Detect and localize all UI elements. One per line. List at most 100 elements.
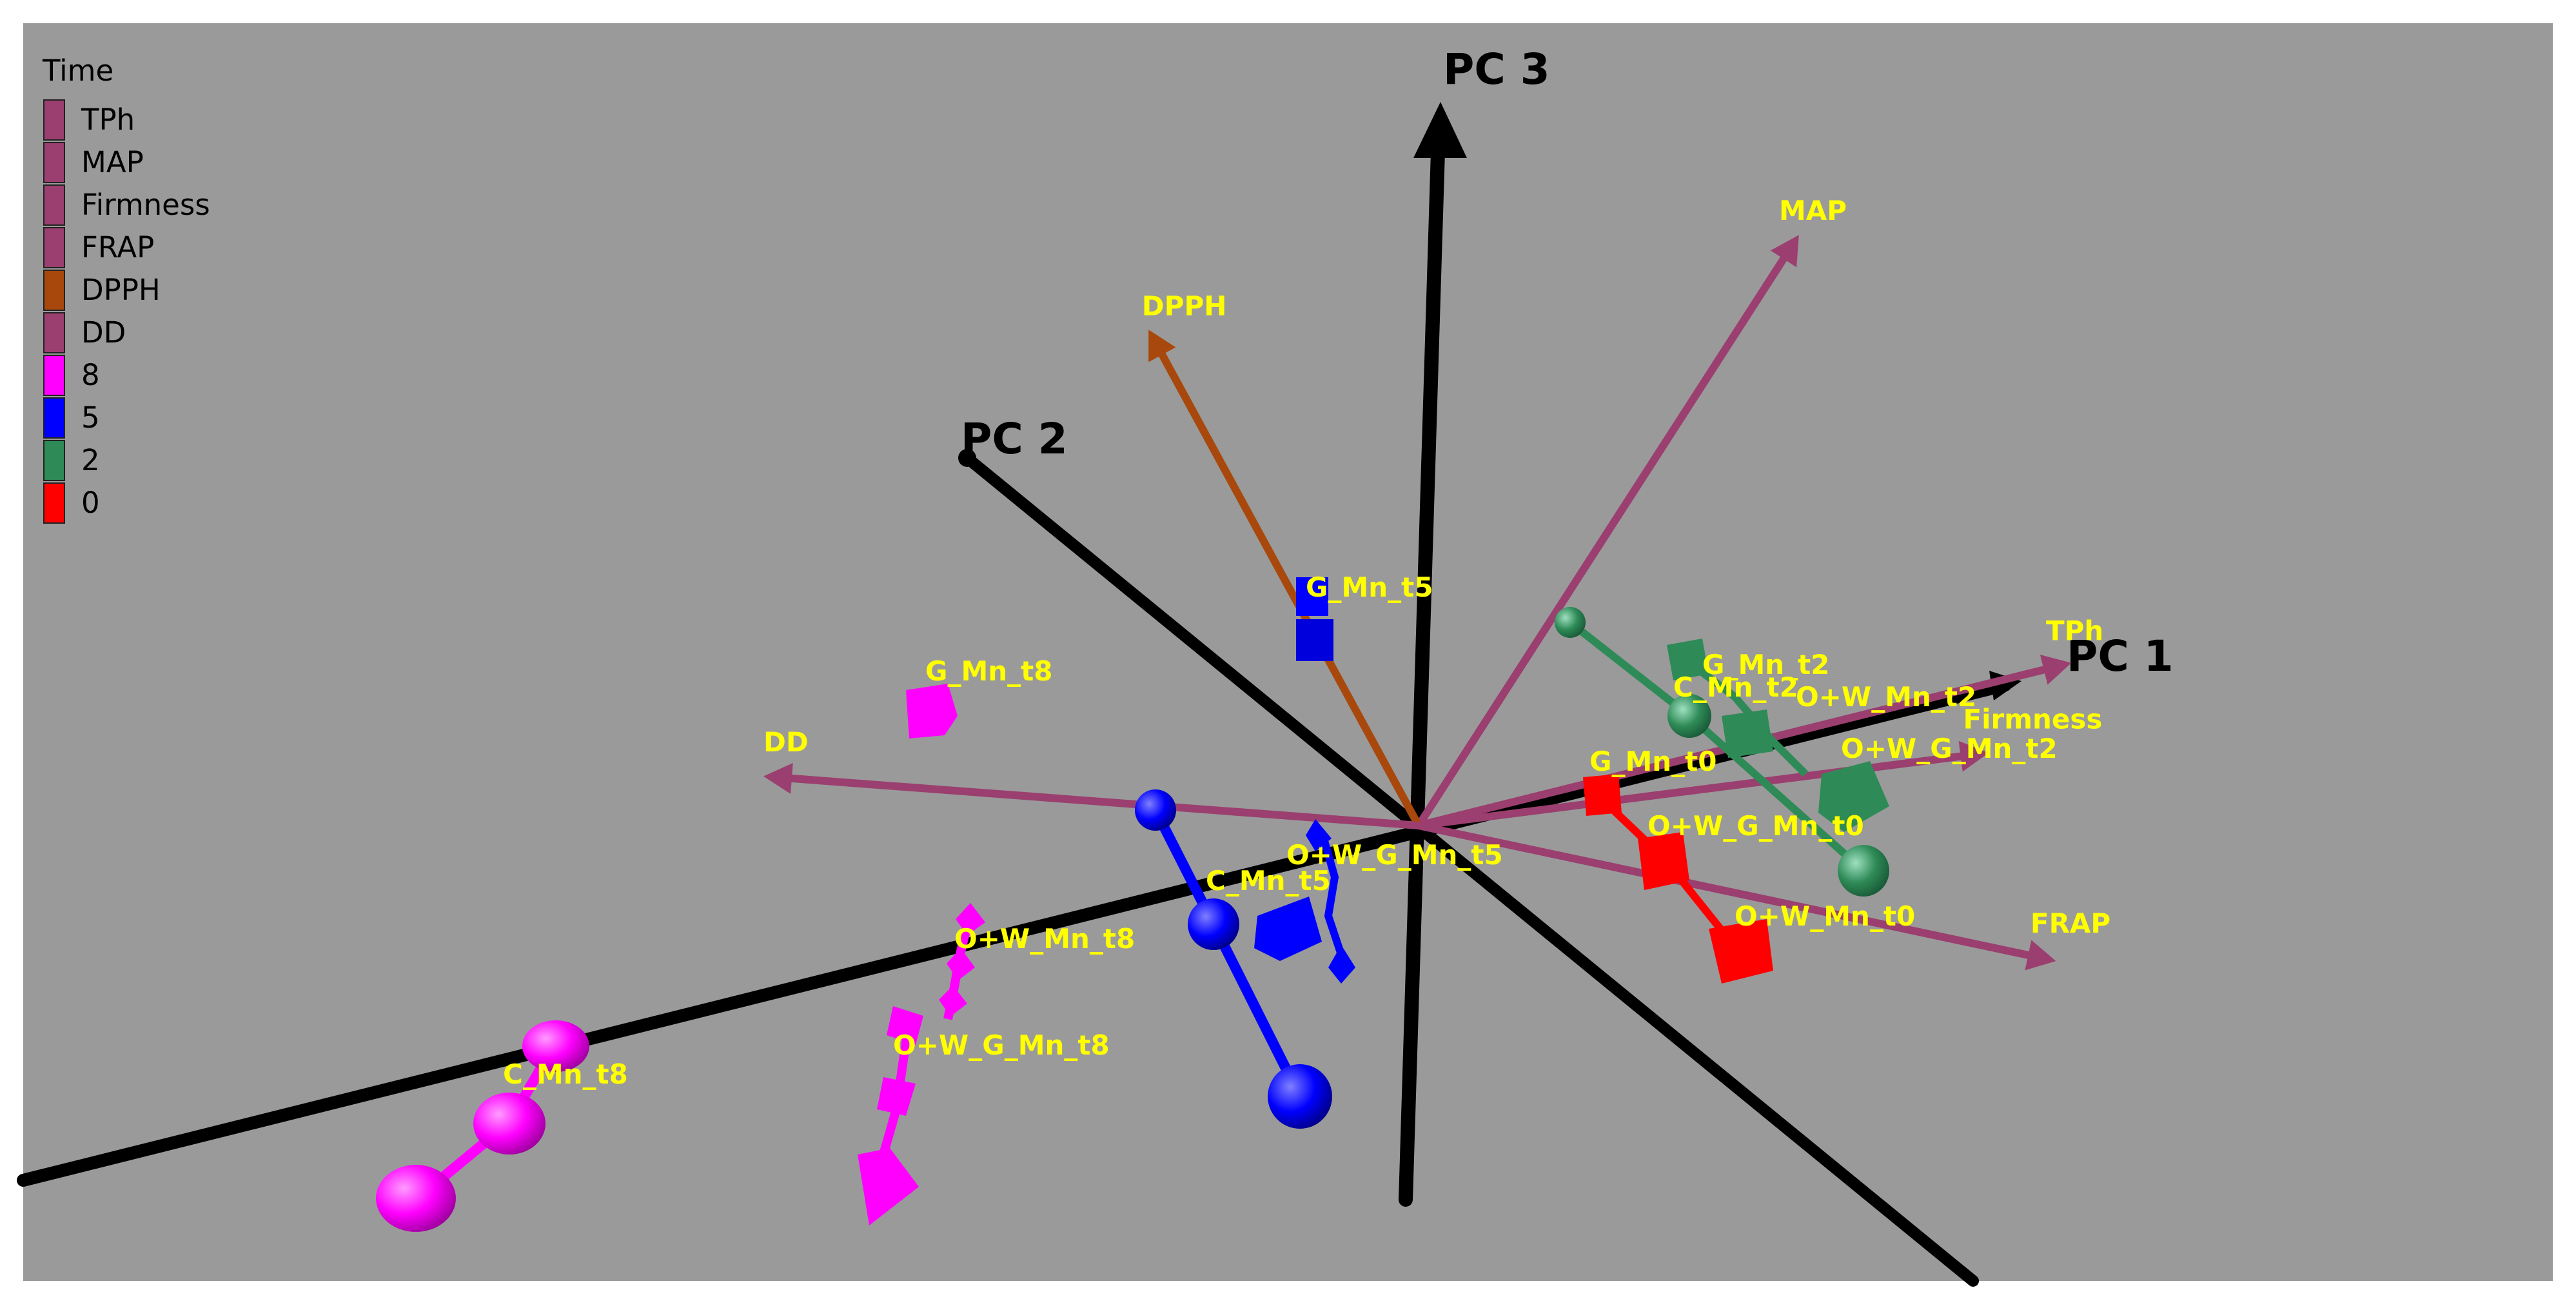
pc2-axis-tip <box>958 449 976 467</box>
trajectory-g-mn-t8 <box>906 684 958 738</box>
legend-swatch <box>43 482 65 524</box>
sample-marker <box>1328 945 1355 984</box>
sample-marker <box>887 1006 923 1045</box>
loading-cone-frap <box>2025 940 2056 971</box>
sample-marker <box>522 1020 589 1072</box>
sample-marker <box>877 1077 916 1116</box>
legend-swatch <box>43 312 65 353</box>
legend-entry-label: FRAP <box>81 230 154 264</box>
label-g-mn-t5: G_Mn_t5 <box>1306 571 1433 603</box>
sample-marker <box>956 903 985 935</box>
sample-marker <box>906 684 958 738</box>
loading-vector-dpph <box>1150 337 1422 829</box>
legend-swatch <box>43 397 65 439</box>
sample-marker <box>939 986 967 1016</box>
loading-vector-firmness <box>1415 750 1980 829</box>
label-o-w-g-mn-t5: O+W_G_Mn_t5 <box>1286 839 1503 871</box>
trajectory-c-mn-t8 <box>376 1020 589 1232</box>
label-g-mn-t0: G_Mn_t0 <box>1589 746 1716 777</box>
legend-swatch <box>43 184 65 226</box>
legend-entry-label: 5 <box>81 401 100 435</box>
sample-marker <box>1583 774 1622 816</box>
label-o-w-g-mn-t2: O+W_G_Mn_t2 <box>1841 733 2058 764</box>
trajectory-c-mn-t5 <box>1135 789 1332 1129</box>
sample-markers <box>376 577 1889 1232</box>
sample-marker <box>1254 897 1322 961</box>
sample-marker <box>1638 832 1689 890</box>
pc2-axis-title: PC 2 <box>961 414 1068 464</box>
pc3-axis-title: PC 3 <box>1443 45 1550 94</box>
trajectory-o-w-mn-t0 <box>1583 774 1773 984</box>
pc2-axis-line <box>961 452 1979 1287</box>
sample-marker <box>858 1148 919 1225</box>
sample-marker <box>1818 761 1889 832</box>
label-g-mn-t2: G_Mn_t2 <box>1702 649 1829 680</box>
loading-vector-dd <box>772 773 1422 829</box>
sample-marker <box>1268 1064 1332 1129</box>
legend-swatch <box>43 270 65 311</box>
loading-cone-firmness <box>1958 740 1989 772</box>
loading-label-dpph: DPPH <box>1142 290 1227 322</box>
legend-entry-label: 0 <box>81 486 100 520</box>
sample-marker <box>1709 919 1773 984</box>
label-c-mn-t2: C_Mn_t2 <box>1673 671 1798 703</box>
label-o-w-g-mn-t8: O+W_G_Mn_t8 <box>893 1029 1110 1061</box>
sample-marker <box>1667 639 1709 680</box>
legend-entry-label: 2 <box>81 443 100 477</box>
sample-marker <box>1838 845 1889 897</box>
legend-entry-label: Firmness <box>81 188 210 222</box>
legend-entry-label: 8 <box>81 358 100 392</box>
sample-marker <box>376 1165 456 1232</box>
sample-marker <box>1296 577 1328 616</box>
label-o-w-g-mn-t0: O+W_G_Mn_t0 <box>1647 810 1864 842</box>
sample-marker <box>947 948 975 980</box>
label-c-mn-t5: C_Mn_t5 <box>1206 865 1331 897</box>
sample-marker <box>1555 607 1586 638</box>
sample-marker <box>1306 819 1332 851</box>
legend-swatch <box>43 440 65 481</box>
legend-swatch <box>43 142 65 183</box>
pc3-axis-arrowhead <box>1413 102 1467 158</box>
sample-marker <box>1722 709 1773 758</box>
loading-label-tph: TPh <box>2046 615 2103 647</box>
label-g-mn-t8: G_Mn_t8 <box>925 655 1052 687</box>
sample-marker <box>1296 619 1333 661</box>
label-c-mn-t8: C_Mn_t8 <box>503 1058 628 1090</box>
pc1-axis-title: PC 1 <box>2067 631 2174 681</box>
legend-entry-label: MAP <box>81 145 144 179</box>
legend-title: Time <box>42 54 113 88</box>
sample-marker <box>1135 789 1176 831</box>
pc3-axis-line <box>1399 144 1445 1207</box>
loading-cone-dd <box>763 762 793 794</box>
legend-swatch <box>43 227 65 268</box>
legend-entry-label: TPh <box>81 103 135 137</box>
loading-cone-tph <box>2040 655 2072 685</box>
loading-label-frap: FRAP <box>2030 907 2110 939</box>
loading-cone-map <box>1770 235 1799 268</box>
legend-entry-label: DD <box>81 315 126 350</box>
loading-cone-dpph <box>1148 330 1176 362</box>
label-o-w-mn-t2: O+W_Mn_t2 <box>1796 681 1976 713</box>
loading-vector-frap <box>1415 822 2047 962</box>
legend-swatch <box>43 355 65 396</box>
loading-label-map: MAP <box>1779 195 1847 226</box>
trajectory-o-w-g-mn-t5 <box>1254 819 1355 984</box>
pc1-axis-line <box>17 679 2012 1187</box>
legend-swatch <box>43 99 65 141</box>
trajectory-g-mn-t2 <box>1667 639 1889 832</box>
trajectory-o-w-mn-t8 <box>939 903 985 1020</box>
sample-marker <box>1667 694 1711 738</box>
axes-group: PC 1 PC 2 PC 3 <box>17 45 2174 1287</box>
trajectory-o-w-mn-t2 <box>1555 607 1889 897</box>
sample-marker <box>1188 898 1239 950</box>
loading-vector-map <box>1415 242 1796 829</box>
sample-labels: G_Mn_t8 C_Mn_t8 O+W_Mn_t8 O+W_G_Mn_t8 G_… <box>503 571 2058 1090</box>
legend-entry-label: DPPH <box>81 273 161 307</box>
trajectory-o-w-g-mn-t8 <box>858 1006 923 1225</box>
label-o-w-mn-t0: O+W_Mn_t0 <box>1735 900 1915 932</box>
trajectory-g-mn-t5 <box>1296 577 1333 661</box>
sample-marker <box>473 1093 546 1154</box>
